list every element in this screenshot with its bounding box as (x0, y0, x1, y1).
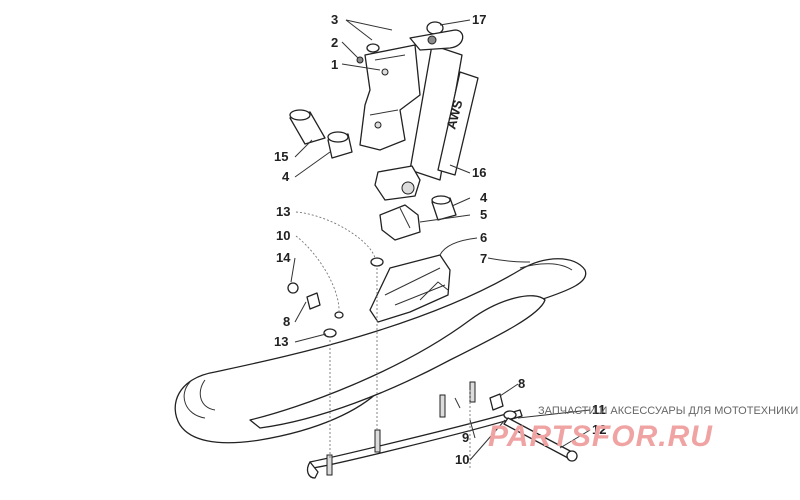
nut-13-top (370, 257, 384, 267)
ski-saddle-6 (369, 254, 451, 323)
watermark-brand: PARTSFOR.RU (488, 420, 713, 453)
spindle-bracket (359, 44, 421, 151)
washer-10-left (334, 311, 344, 319)
aws-decal-text: AWS (443, 98, 465, 131)
callout-4-right: 4 (480, 190, 488, 205)
callout-4-left: 4 (282, 169, 290, 184)
nut-13-bottom (323, 328, 337, 338)
callout-13-bottom: 13 (274, 334, 288, 349)
washer-2 (356, 56, 364, 64)
callout-3: 3 (331, 12, 338, 27)
nut-14 (287, 282, 299, 294)
bushing-4-left (327, 131, 353, 159)
callout-13-top: 13 (276, 204, 290, 219)
callout-16: 16 (472, 165, 486, 180)
spindle: AWS (409, 44, 479, 181)
spindle-saddle (374, 165, 421, 201)
callout-7: 7 (480, 251, 487, 266)
washer-10-right (503, 410, 517, 420)
callout-6: 6 (480, 230, 487, 245)
callout-numbers: 3 2 1 17 15 4 16 4 5 6 7 13 10 14 8 13 8… (274, 12, 606, 467)
callout-1: 1 (331, 57, 338, 72)
callout-10-right: 10 (455, 452, 469, 467)
watermark: ЗАПЧАСТИ И АКСЕССУАРЫ ДЛЯ МОТОТЕХНИКИ PA… (488, 405, 798, 453)
bushing-4-right (431, 195, 457, 221)
callout-5: 5 (480, 207, 487, 222)
callout-9: 9 (462, 430, 469, 445)
spacer-8-right (489, 393, 504, 411)
mount-5 (379, 204, 421, 241)
callout-12: 12 (592, 422, 606, 437)
callout-8-left: 8 (283, 314, 290, 329)
spacer-8-left (306, 292, 321, 310)
bolt-12 (503, 417, 578, 462)
bushing-15 (289, 109, 326, 145)
watermark-caption: ЗАПЧАСТИ И АКСЕССУАРЫ ДЛЯ МОТОТЕХНИКИ (538, 405, 798, 417)
callout-11: 11 (592, 402, 606, 417)
nut-3 (366, 43, 380, 53)
leader-lines (290, 19, 591, 470)
callout-10-left: 10 (276, 228, 290, 243)
callout-14: 14 (276, 250, 291, 265)
ski (174, 258, 587, 444)
top-cap (409, 21, 464, 51)
callout-17: 17 (472, 12, 486, 27)
callout-2: 2 (331, 35, 338, 50)
callout-15: 15 (274, 149, 288, 164)
callout-8-right: 8 (518, 376, 525, 391)
wear-bar (306, 381, 523, 479)
